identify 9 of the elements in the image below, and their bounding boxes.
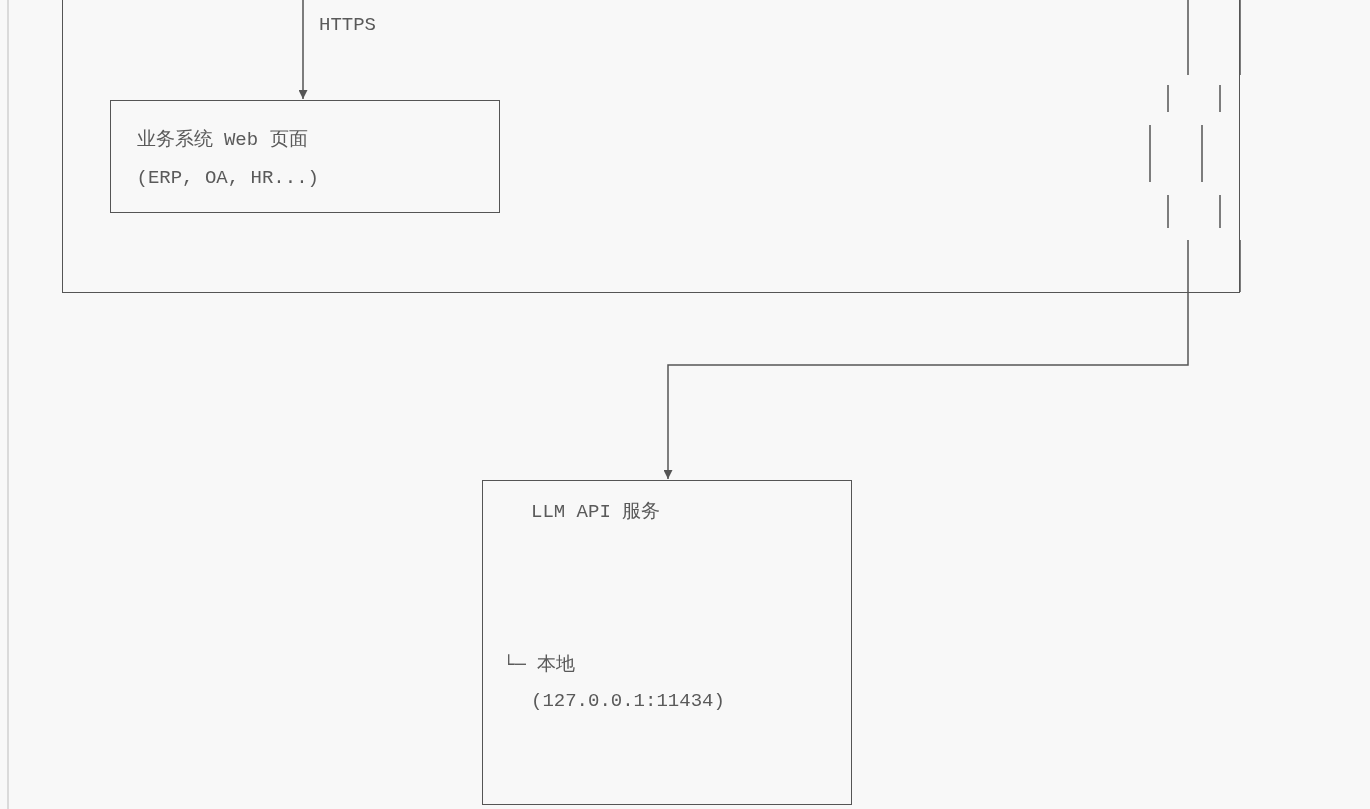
arrow — [298, 0, 308, 100]
box-title: 业务系统 Web 页面 — [136, 129, 308, 152]
address-text: (127.0.0.1:11434) — [531, 690, 725, 713]
arrow — [663, 292, 1189, 480]
box-title: LLM API 服务 — [531, 501, 661, 524]
system-box — [109, 100, 500, 213]
list-item: └─ 本地 — [503, 654, 576, 677]
box-subtitle: (ERP, OA, HR...) — [136, 167, 319, 190]
service-box — [482, 480, 852, 805]
